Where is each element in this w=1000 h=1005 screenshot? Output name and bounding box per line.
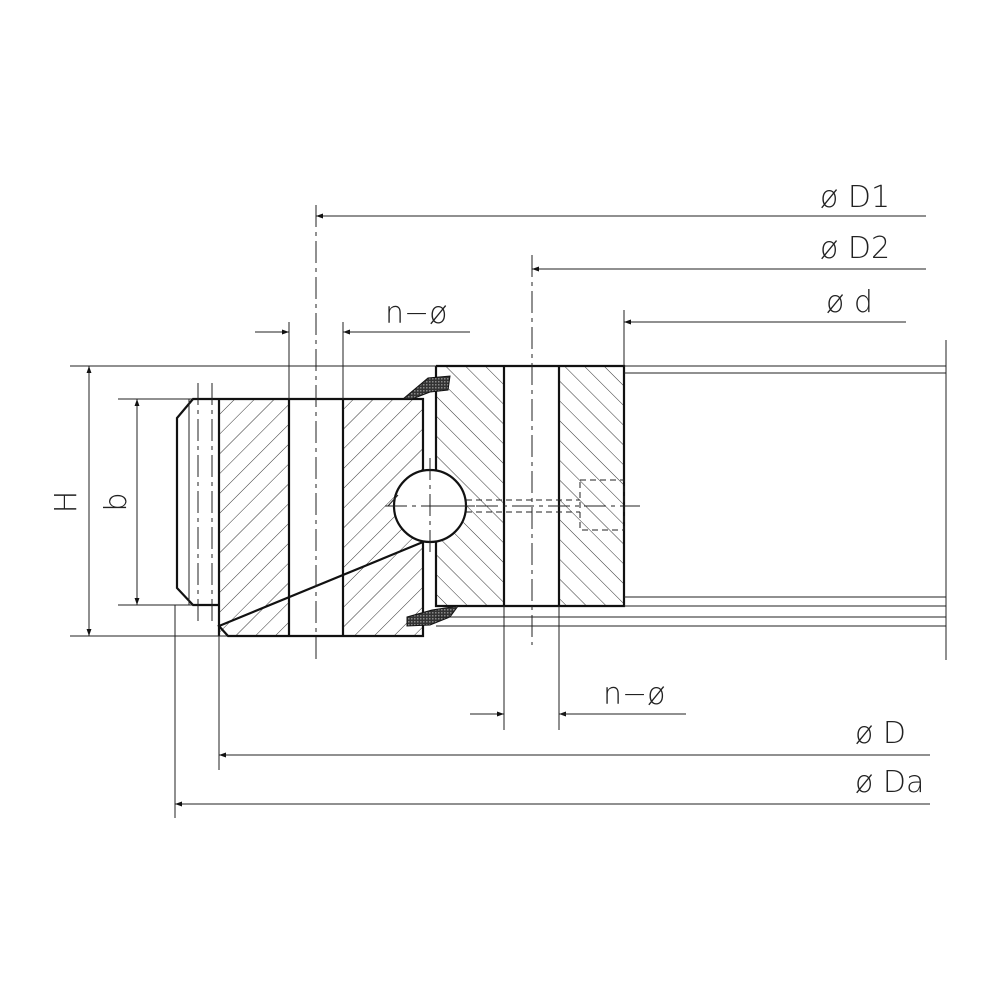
extension-lines bbox=[70, 310, 625, 818]
outer-ring-hatch-left bbox=[219, 399, 289, 636]
label-H: H bbox=[49, 491, 84, 514]
label-d: ø d bbox=[826, 285, 873, 320]
label-n-bottom: n−ø bbox=[603, 677, 666, 712]
label-Da: ø Da bbox=[855, 765, 924, 800]
inner-ring bbox=[394, 364, 640, 608]
label-D2: ø D2 bbox=[820, 231, 890, 266]
upper-seal bbox=[401, 375, 451, 400]
bore-lines bbox=[436, 340, 947, 660]
inner-ring-hatch-right bbox=[559, 366, 624, 606]
label-b: b bbox=[99, 492, 134, 511]
label-D: ø D bbox=[855, 716, 906, 751]
ball bbox=[385, 458, 475, 555]
label-D1: ø D1 bbox=[820, 180, 890, 215]
label-n-top: n−ø bbox=[385, 296, 448, 331]
